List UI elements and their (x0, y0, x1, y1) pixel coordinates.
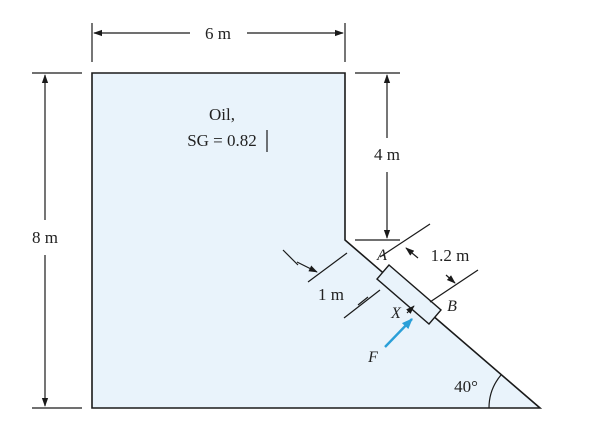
angle-arc (488, 374, 502, 409)
force-arrow (384, 318, 413, 348)
upper-wall-dimension: 4 m (355, 72, 400, 241)
width-label: 6 m (205, 24, 231, 43)
gate-length-label: 1.2 m (431, 246, 470, 265)
force-label: F (367, 349, 378, 366)
point-b-label: B (447, 298, 457, 315)
oil-region (91, 72, 543, 409)
gate-width-dimension: 1 m (282, 249, 381, 319)
gate-length-dimension: 1.2 m (379, 223, 479, 303)
width-dimension: 6 m (91, 23, 346, 62)
upper-wall-label: 4 m (374, 145, 400, 164)
angle-label: 40° (454, 377, 478, 396)
centroid-pointer (406, 305, 415, 314)
height-dimension: 8 m (32, 72, 82, 409)
height-label: 8 m (32, 228, 58, 247)
point-a-label: A (376, 247, 387, 264)
point-x-label: X (390, 305, 402, 322)
gate (376, 264, 442, 325)
fluid-name: Oil, (209, 105, 235, 124)
fluid-specific-gravity: SG = 0.82 (187, 131, 257, 150)
gate-width-label: 1 m (318, 285, 344, 304)
